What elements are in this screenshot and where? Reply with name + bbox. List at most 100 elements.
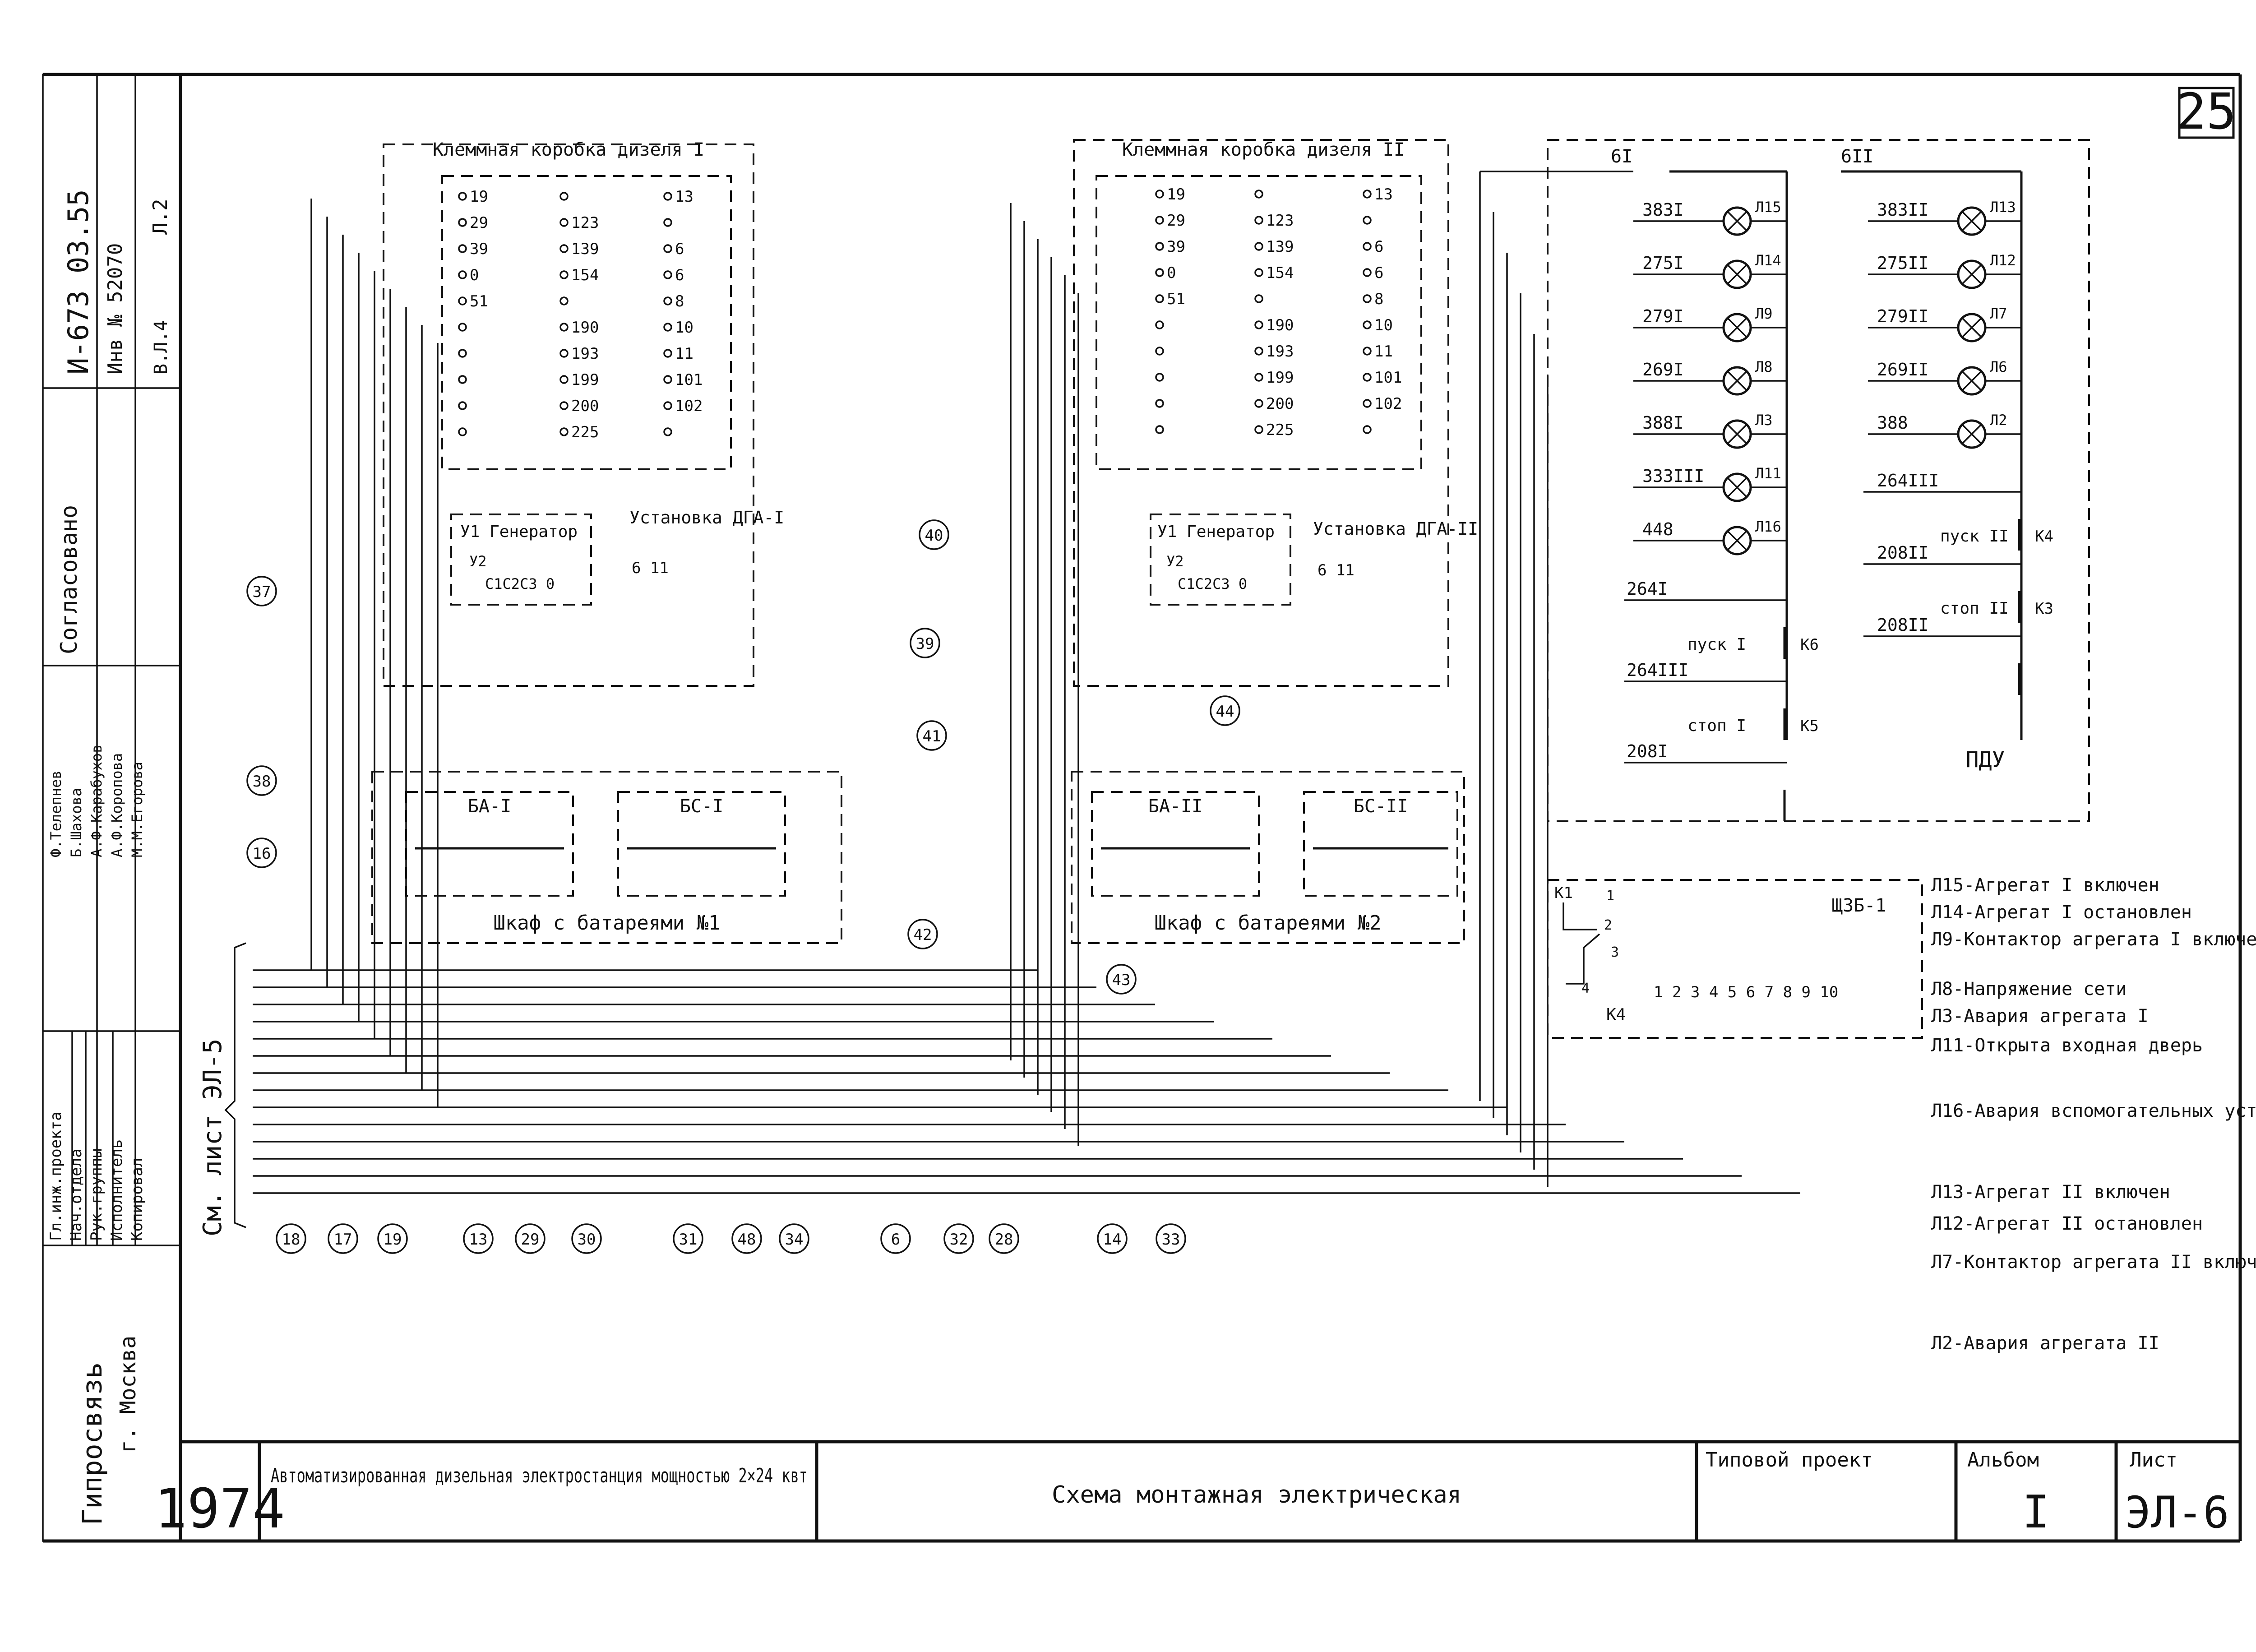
lamp-label: Л3 bbox=[1755, 412, 1773, 429]
cable-tag-label: 42 bbox=[914, 926, 932, 944]
cable-tag-label: 34 bbox=[785, 1231, 804, 1249]
terminal-pin bbox=[559, 192, 569, 201]
see-sheet-label: См. лист ЭЛ-5 bbox=[198, 1039, 227, 1236]
svg-text:6 11: 6 11 bbox=[632, 559, 669, 577]
terminal-label: 39 bbox=[470, 240, 488, 258]
terminal-box-2: Клеммная коробка дизеля II bbox=[1073, 139, 1449, 687]
terminal-pin bbox=[458, 270, 467, 279]
pdu-wire-label: 275I bbox=[1642, 253, 1684, 273]
terminal-pin bbox=[559, 401, 569, 410]
org-city: г. Москва bbox=[116, 1336, 141, 1453]
pdu-wire-label: 264III bbox=[1877, 471, 1939, 491]
terminal-pin bbox=[559, 244, 569, 253]
terminal-pin bbox=[559, 427, 569, 436]
terminal-label: 123 bbox=[571, 214, 599, 232]
svg-text:Шкаф с батареями №2: Шкаф с батареями №2 bbox=[1154, 912, 1381, 935]
svg-text:Ф.Телепнев: Ф.Телепнев bbox=[47, 770, 65, 857]
terminal-label: 6 bbox=[675, 240, 684, 258]
lamp-label: Л8 bbox=[1755, 358, 1773, 375]
svg-text:Л9-Контактор агрегата I включе: Л9-Контактор агрегата I включен bbox=[1931, 929, 2256, 950]
terminal-pin bbox=[1363, 425, 1372, 434]
album-label: Альбом bbox=[1967, 1448, 2039, 1472]
battery-cabinet-2: БА-II БС-II Шкаф с батареями №2 bbox=[1071, 771, 1465, 944]
cable-tag-icon bbox=[246, 765, 277, 796]
terminal-pin bbox=[458, 244, 467, 253]
terminal-label: 8 bbox=[1374, 290, 1383, 308]
terminal-label: 51 bbox=[1167, 290, 1185, 308]
terminal-pin bbox=[1254, 320, 1263, 329]
pdu-panel: 6I 6II ПДУ bbox=[1547, 139, 2090, 822]
terminal-pin bbox=[1363, 399, 1372, 408]
terminal-pin bbox=[1363, 347, 1372, 356]
svg-text:Л15-Агрегат I включен: Л15-Агрегат I включен bbox=[1931, 875, 2159, 896]
pdu-wire-label: 279II bbox=[1877, 306, 1928, 326]
svg-text:БС-II: БС-II bbox=[1354, 796, 1408, 817]
svg-text:Клеммная коробка дизеля II: Клеммная коробка дизеля II bbox=[1122, 139, 1405, 160]
pdu-wire-label: 264III bbox=[1627, 660, 1688, 680]
svg-text:Л16-Авария вспомогательных уст: Л16-Авария вспомогательных устройств bbox=[1931, 1101, 2256, 1121]
cable-tag-icon bbox=[943, 1223, 974, 1254]
terminal-pin bbox=[458, 349, 467, 358]
shzb-1: ЩЗБ-1 К1 К4 1 2 3 4 5 6 7 8 9 10 1 2 3 4 bbox=[1547, 879, 1923, 1039]
terminal-pin bbox=[1363, 190, 1372, 199]
drawing-title: Схема монтажная электрическая bbox=[1052, 1481, 1461, 1509]
lamp-label: Л13 bbox=[1990, 199, 2016, 216]
terminal-label: 11 bbox=[1374, 342, 1393, 361]
sheet-value: ЭЛ-6 bbox=[2125, 1487, 2229, 1538]
terminal-pin bbox=[1155, 399, 1164, 408]
cable-tag-icon bbox=[1210, 695, 1240, 726]
cable-tag-label: 44 bbox=[1216, 703, 1234, 721]
svg-text:У1 Генератор: У1 Генератор bbox=[1157, 523, 1275, 541]
terminal-label: 225 bbox=[1266, 421, 1294, 439]
button-label: стоп II bbox=[1940, 599, 2009, 618]
sheet-ref-2: В.Л.4 bbox=[151, 320, 171, 375]
terminal-pin bbox=[663, 323, 672, 332]
svg-text:6 11: 6 11 bbox=[1318, 561, 1355, 579]
sheet-number-box bbox=[2178, 87, 2235, 139]
terminal-pin bbox=[1363, 320, 1372, 329]
cable-tag-icon bbox=[919, 519, 949, 550]
terminal-pin bbox=[1254, 425, 1263, 434]
terminal-label: 6 bbox=[1374, 238, 1383, 256]
button-label: пуск II bbox=[1940, 527, 2009, 546]
cable-tag-icon bbox=[1106, 964, 1137, 995]
svg-text:Шкаф с батареями №1: Шкаф с батареями №1 bbox=[493, 912, 720, 935]
pdu-wire-label: 208I bbox=[1627, 741, 1668, 761]
terminal-label: 200 bbox=[1266, 395, 1294, 413]
contact-label: К5 bbox=[1800, 717, 1819, 735]
terminal-label: 13 bbox=[1374, 185, 1393, 204]
terminal-label: 190 bbox=[1266, 316, 1294, 334]
cable-tag-icon bbox=[916, 720, 947, 751]
cable-tag-label: 18 bbox=[282, 1231, 300, 1249]
cable-tag-label: 39 bbox=[916, 635, 934, 653]
cable-tag-label: 14 bbox=[1103, 1231, 1122, 1249]
terminal-label: 19 bbox=[470, 188, 488, 206]
terminal-pin bbox=[559, 270, 569, 279]
svg-text:С1С2С3 0: С1С2С3 0 bbox=[1178, 575, 1247, 592]
svg-text:Установка ДГА-I: Установка ДГА-I bbox=[629, 508, 784, 528]
svg-text:Рук.группы: Рук.группы bbox=[88, 1148, 106, 1241]
cable-tag-icon bbox=[463, 1223, 494, 1254]
type-label: Типовой проект bbox=[1706, 1448, 1873, 1472]
cable-tag-label: 37 bbox=[253, 583, 271, 601]
cable-tag-label: 30 bbox=[578, 1231, 596, 1249]
terminal-pin bbox=[1254, 373, 1263, 382]
cable-tag-label: 13 bbox=[469, 1231, 488, 1249]
contact-label: К4 bbox=[2035, 528, 2053, 546]
terminal-pin bbox=[663, 427, 672, 436]
terminal-pin bbox=[1155, 425, 1164, 434]
title-block: 1974 Автоматизированная дизельная электр… bbox=[155, 1442, 2229, 1541]
terminal-pin bbox=[1254, 294, 1263, 303]
cable-tag-label: 17 bbox=[334, 1231, 352, 1249]
project-title: Автоматизированная дизельная электростан… bbox=[271, 1464, 808, 1487]
left-margin-stamp: И-673 03.55 Инв № 52070 Л.2 В.Л.4 Соглас… bbox=[42, 74, 181, 1542]
generator-2: У1 Генератор У2 С1С2С3 0 Установка ДГА-I… bbox=[1150, 514, 1478, 606]
terminal-label: 10 bbox=[1374, 316, 1393, 334]
pdu-wire-label: 264I bbox=[1627, 579, 1668, 599]
generator-1: У1 Генератор У2 С1С2С3 0 Установка ДГА-I… bbox=[450, 508, 784, 606]
pdu-wire-label: 279I bbox=[1642, 306, 1684, 326]
svg-text:Исполнитель: Исполнитель bbox=[108, 1139, 126, 1241]
pdu-wire-label: 388 bbox=[1877, 413, 1908, 433]
terminal-label: 139 bbox=[1266, 238, 1294, 256]
